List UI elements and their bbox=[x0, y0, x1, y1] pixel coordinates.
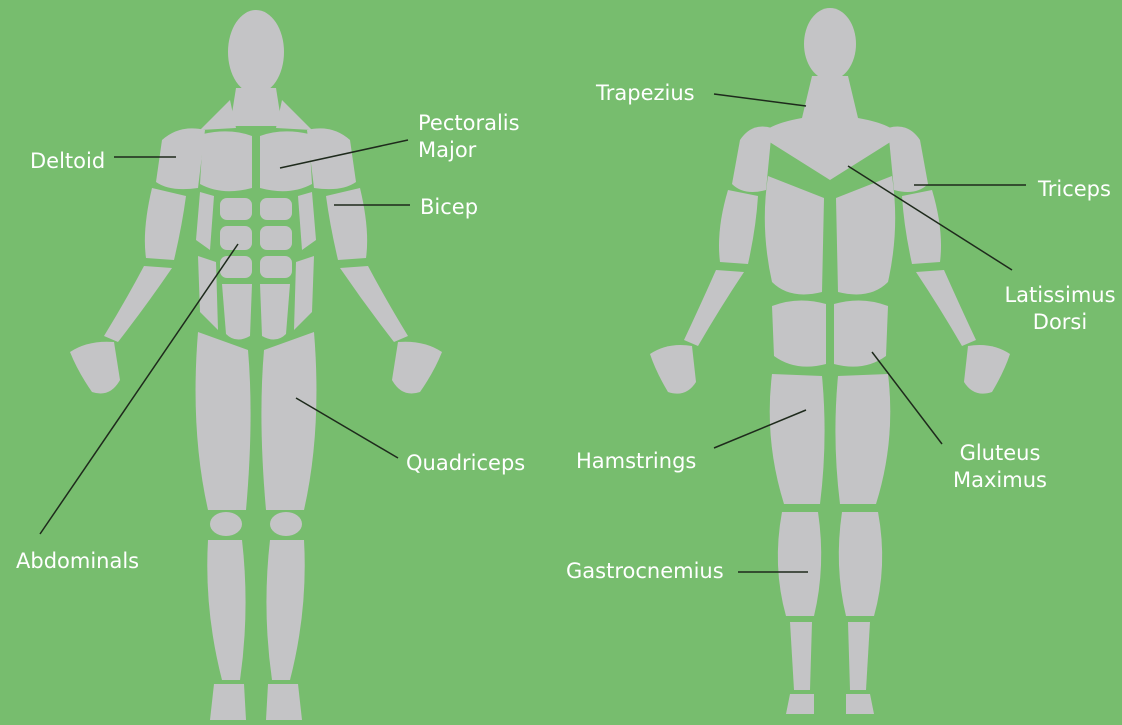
front-thigh-left bbox=[196, 332, 251, 510]
front-foot-right bbox=[266, 684, 302, 720]
front-knee-right bbox=[270, 512, 302, 536]
label-gastrocnemius: Gastrocnemius bbox=[566, 558, 724, 585]
front-knee-left bbox=[210, 512, 242, 536]
back-glute-left bbox=[772, 300, 826, 366]
front-pectoral-right bbox=[260, 131, 312, 191]
front-ab-4r bbox=[260, 284, 290, 340]
label-pectoralis-major: Pectoralis Major bbox=[418, 110, 520, 164]
label-gluteus-line2: Maximus bbox=[944, 467, 1056, 494]
back-foot-right bbox=[846, 694, 874, 714]
front-ab-2r bbox=[260, 226, 292, 250]
front-foot-left bbox=[210, 684, 246, 720]
label-hamstrings: Hamstrings bbox=[576, 448, 696, 475]
label-gluteus-maximus: Gluteus Maximus bbox=[944, 440, 1056, 494]
label-abdominals: Abdominals bbox=[16, 548, 139, 575]
back-glute-right bbox=[834, 300, 888, 366]
label-bicep: Bicep bbox=[420, 194, 478, 221]
front-head bbox=[228, 10, 284, 94]
back-calf-left bbox=[778, 512, 821, 616]
front-thigh-right bbox=[261, 332, 316, 510]
front-ab-3l bbox=[220, 256, 252, 278]
front-ab-1l bbox=[220, 198, 252, 220]
label-pectoralis-line1: Pectoralis bbox=[418, 110, 520, 137]
label-quadriceps: Quadriceps bbox=[406, 450, 525, 477]
label-triceps: Triceps bbox=[1038, 176, 1111, 203]
label-trapezius: Trapezius bbox=[596, 80, 695, 107]
label-latissimus-line2: Dorsi bbox=[1000, 309, 1120, 336]
front-neck bbox=[230, 88, 282, 126]
label-latissimus-dorsi: Latissimus Dorsi bbox=[1000, 282, 1120, 336]
back-foot-left bbox=[786, 694, 814, 714]
back-calf-right bbox=[839, 512, 882, 616]
front-ab-1r bbox=[260, 198, 292, 220]
back-head bbox=[804, 8, 856, 80]
front-ab-3r bbox=[260, 256, 292, 278]
label-latissimus-line1: Latissimus bbox=[1000, 282, 1120, 309]
front-ab-4l bbox=[222, 284, 252, 340]
label-gluteus-line1: Gluteus bbox=[944, 440, 1056, 467]
label-deltoid: Deltoid bbox=[30, 148, 105, 175]
label-pectoralis-line2: Major bbox=[418, 137, 520, 164]
front-pectoral-left bbox=[200, 131, 252, 191]
